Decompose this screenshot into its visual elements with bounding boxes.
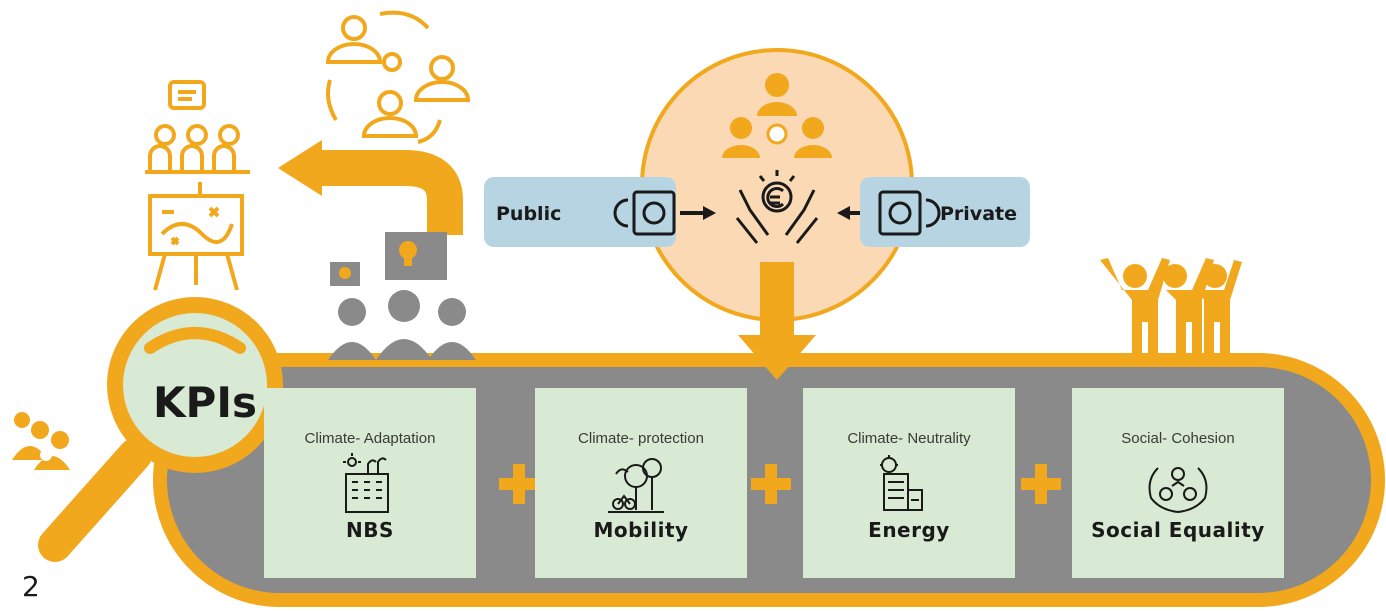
plus-1 <box>499 464 539 504</box>
social-people-icon <box>1148 467 1208 514</box>
public-banknote-icon <box>613 190 676 236</box>
pillar-title: Social Equality <box>1091 518 1265 542</box>
curved-arrow <box>320 150 463 235</box>
pillar-category: Social- Cohesion <box>1121 430 1235 447</box>
private-label: Private <box>940 203 1017 225</box>
public-label: Public <box>496 203 562 225</box>
public-arrow <box>680 206 716 220</box>
meeting-board-icon <box>145 80 250 291</box>
pillar-title: Mobility <box>593 518 689 542</box>
nbs-icon <box>343 453 389 513</box>
crowd-small-icon <box>12 412 70 470</box>
small-idea-bubble <box>330 262 360 286</box>
idea-box <box>385 232 447 280</box>
funding-down-arrow <box>738 262 816 380</box>
cheering-people-icon <box>1100 258 1242 362</box>
pillar-category: Climate- Neutrality <box>847 430 971 447</box>
energy-building-icon <box>880 455 923 511</box>
euro-hands-icon <box>735 170 819 244</box>
cocreation-cycle-icon <box>325 10 471 144</box>
plus-2 <box>751 464 791 504</box>
lightbulb-icon <box>399 241 417 266</box>
pillar-category: Climate- protection <box>578 430 704 447</box>
pillar-category: Climate- Adaptation <box>304 430 436 447</box>
stakeholders-icon <box>722 73 832 158</box>
mobility-trees-icon <box>608 458 664 513</box>
kpi-label: KPIs <box>153 378 257 427</box>
pillar-title: Energy <box>868 518 950 542</box>
page-number: 2 <box>22 570 40 603</box>
private-banknote-icon <box>878 190 941 236</box>
magnifier-icon <box>38 297 283 562</box>
pillar-card-mobility: Climate- protection Mobility <box>535 388 747 578</box>
crowd-icon <box>328 290 476 360</box>
pillar-title: NBS <box>346 518 394 542</box>
plus-3 <box>1021 464 1061 504</box>
curved-arrow-head <box>278 140 322 196</box>
